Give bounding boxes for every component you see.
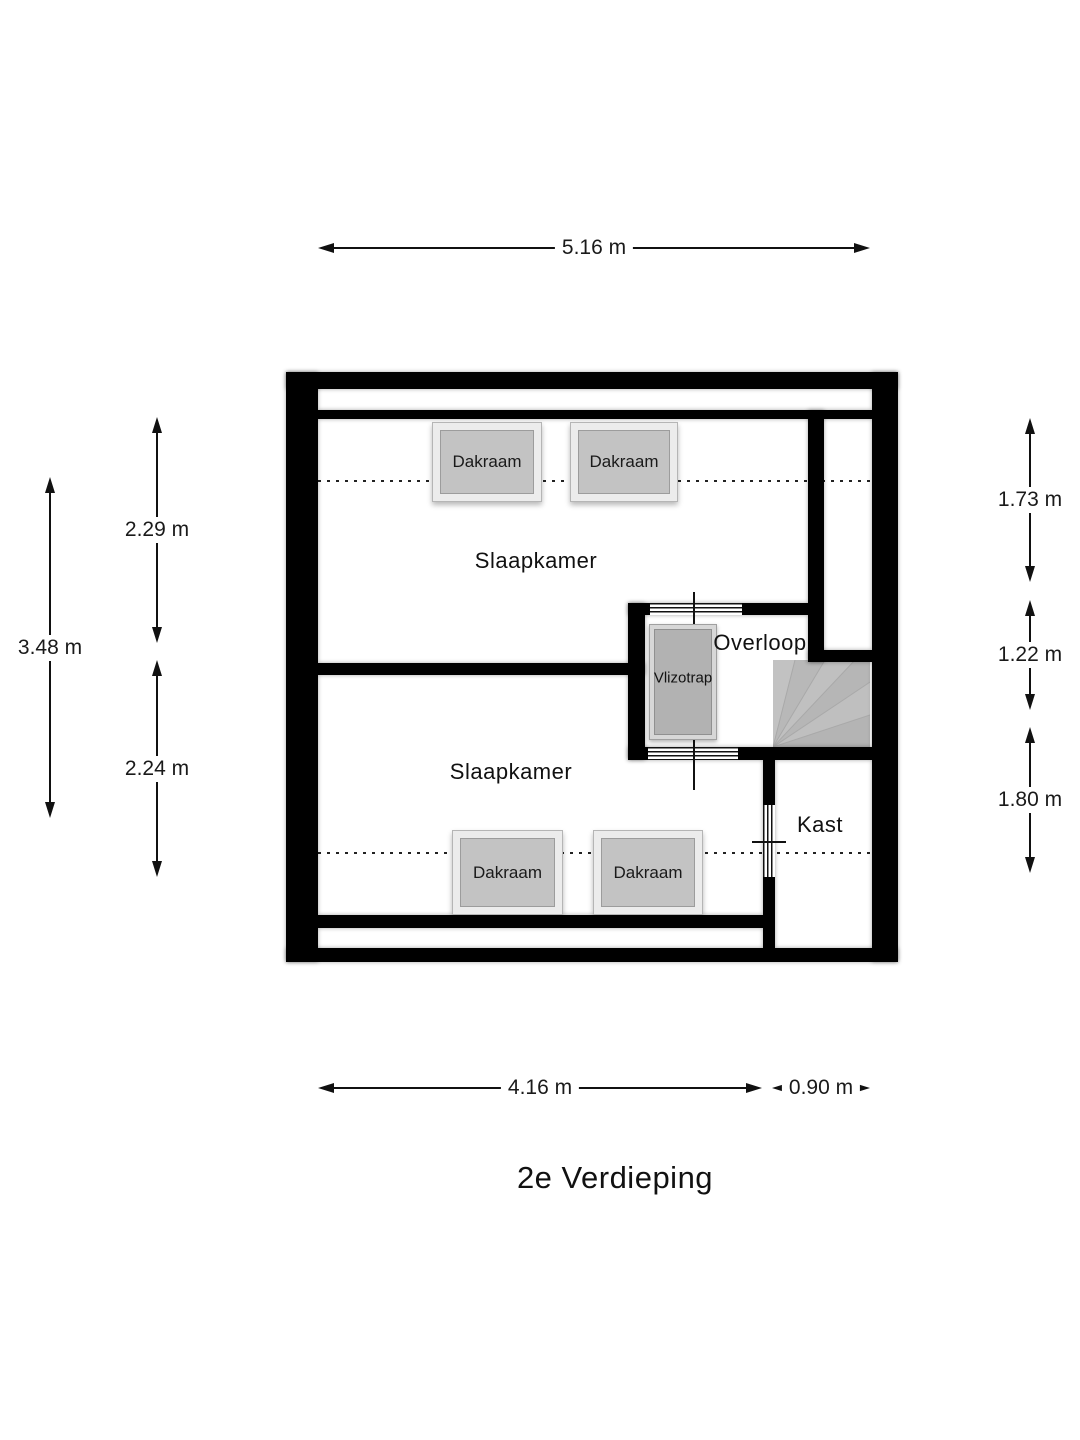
wall-stairs-top — [808, 650, 872, 662]
roof-window-label: Dakraam — [460, 838, 555, 907]
arrow-down-icon — [152, 627, 162, 643]
page-title: 2e Verdieping — [516, 1160, 714, 1195]
arrow-left-icon — [318, 243, 334, 253]
roof-window-label: Dakraam — [578, 430, 670, 494]
door-center-tick — [752, 841, 786, 843]
roof-window-box: Dakraam — [570, 422, 678, 502]
arrow-up-icon — [1025, 600, 1035, 616]
dimension-bottom-left-label: 4.16 m — [500, 1075, 580, 1101]
arrow-up-icon — [1025, 727, 1035, 743]
loft-ladder-box — [649, 624, 717, 740]
room-label-bedroom-bottom: Slaapkamer — [449, 759, 573, 784]
arrow-down-icon — [152, 861, 162, 877]
dimension-left-lower: 2.24 m — [117, 660, 197, 877]
dimension-left-total: 3.48 m — [10, 477, 90, 818]
arrow-up-icon — [152, 417, 162, 433]
wall-right-channel — [808, 410, 824, 662]
wall-outer-left — [286, 372, 318, 962]
dimension-top-width: 5.16 m — [318, 235, 870, 261]
dimension-bottom-right: 0.90 m — [772, 1075, 870, 1101]
dimension-right-middle-label: 1.22 m — [990, 642, 1070, 668]
wall-inner-bottom — [318, 915, 763, 928]
arrow-right-icon — [854, 1083, 870, 1093]
dimension-left-total-label: 3.48 m — [10, 634, 90, 661]
window-hatch-top — [650, 603, 742, 615]
roof-window-label: Dakraam — [601, 838, 695, 907]
dimension-right-middle: 1.22 m — [990, 600, 1070, 710]
stairs-fan-icon — [772, 659, 871, 748]
room-label-closet: Kast — [796, 812, 844, 837]
arrow-down-icon — [45, 802, 55, 818]
window-center-tick-top — [693, 592, 695, 624]
room-label-landing: Overloop — [713, 630, 807, 655]
dimension-top-width-label: 5.16 m — [554, 235, 634, 261]
roof-window-box: Dakraam — [432, 422, 542, 502]
arrow-up-icon — [1025, 418, 1035, 434]
wall-outer-bottom — [286, 948, 898, 962]
roof-window-box: Dakraam — [452, 830, 563, 915]
room-label-bedroom-top: Slaapkamer — [474, 548, 598, 573]
wall-bedroom-divider — [318, 663, 645, 675]
arrow-left-icon — [772, 1083, 788, 1093]
dimension-left-upper: 2.29 m — [117, 417, 197, 643]
stairs — [772, 659, 871, 748]
window-center-tick-bottom — [693, 736, 695, 790]
arrow-up-icon — [152, 660, 162, 676]
arrow-right-icon — [854, 243, 870, 253]
arrow-down-icon — [1025, 694, 1035, 710]
arrow-up-icon — [45, 477, 55, 493]
dimension-bottom-right-label: 0.90 m — [781, 1075, 861, 1101]
dimension-left-lower-label: 2.24 m — [117, 755, 197, 782]
roof-window-box: Dakraam — [593, 830, 703, 915]
arrow-down-icon — [1025, 857, 1035, 873]
dimension-right-upper-label: 1.73 m — [990, 487, 1070, 513]
arrow-right-icon — [746, 1083, 762, 1093]
wall-outer-right — [872, 372, 898, 962]
room-label-loft-ladder: Vlizotrap — [653, 669, 713, 687]
arrow-down-icon — [1025, 566, 1035, 582]
dimension-left-upper-label: 2.29 m — [117, 517, 197, 543]
wall-inner-top — [318, 410, 872, 419]
dimension-right-upper: 1.73 m — [990, 418, 1070, 582]
dimension-right-lower: 1.80 m — [990, 727, 1070, 873]
loft-ladder-inner — [654, 629, 712, 735]
arrow-left-icon — [318, 1083, 334, 1093]
dimension-right-lower-label: 1.80 m — [990, 787, 1070, 813]
roof-window-label: Dakraam — [440, 430, 534, 494]
wall-ladder-closet-left — [628, 603, 645, 760]
dimension-bottom-left: 4.16 m — [318, 1075, 762, 1101]
wall-outer-top — [286, 372, 898, 389]
